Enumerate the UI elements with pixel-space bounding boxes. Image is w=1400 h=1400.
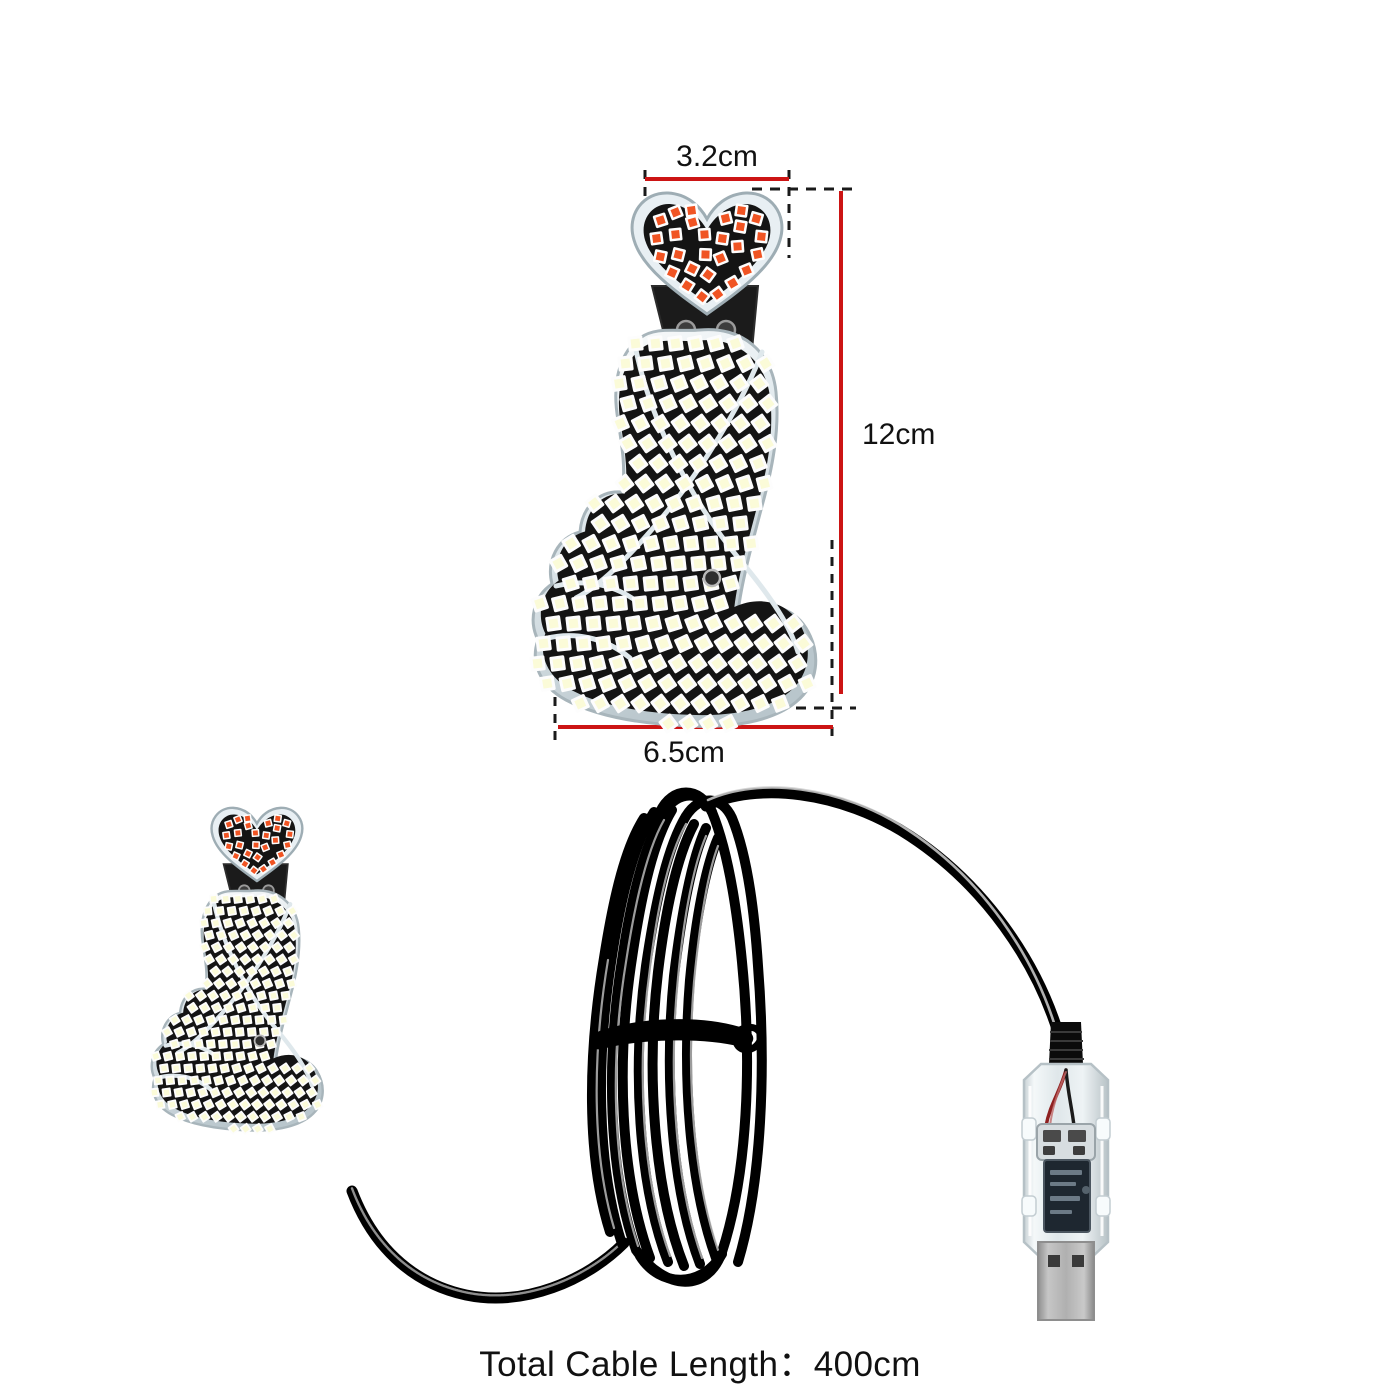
heart-led-panel-bottom [210, 806, 304, 883]
heart-leds-bottom [222, 814, 295, 876]
cable-length-caption: Total Cable Length：400cm [479, 1345, 921, 1384]
dim-label-height: 12cm [862, 418, 935, 451]
panel-rivet [702, 568, 722, 588]
dim-label-width-top: 3.2cm [676, 140, 758, 173]
heart-leds [649, 203, 769, 306]
coiled-cable [586, 787, 767, 1287]
cable-arc-highlight [706, 786, 1057, 1028]
power-cable [346, 786, 1064, 1304]
usb-internal-pcb [1036, 1123, 1096, 1233]
panel-rivet-bottom [253, 1034, 267, 1048]
top-unit-light [529, 191, 818, 734]
usb-contact-slot-left [1048, 1255, 1060, 1267]
hand-led-panel [529, 328, 818, 734]
cable-lead-highlight [350, 1187, 626, 1297]
strain-relief [1049, 1022, 1084, 1064]
cable-tie [589, 1019, 765, 1054]
dim-label-width-bottom: 6.5cm [643, 736, 725, 769]
usb-contact-slot-right [1072, 1255, 1084, 1267]
cable-lead-from-light [346, 1185, 630, 1304]
usb-internal-wires [1044, 1068, 1076, 1128]
usb-shell-tabs [1021, 1117, 1111, 1217]
hand-leds-bottom [149, 893, 324, 1135]
usb-metal-plug [1037, 1241, 1095, 1321]
hand-led-panel-bottom [149, 889, 324, 1135]
heart-led-panel [630, 191, 784, 316]
bottom-unit-light [149, 806, 324, 1135]
hand-leds [529, 334, 817, 734]
usb-a-connector [1021, 1022, 1111, 1321]
